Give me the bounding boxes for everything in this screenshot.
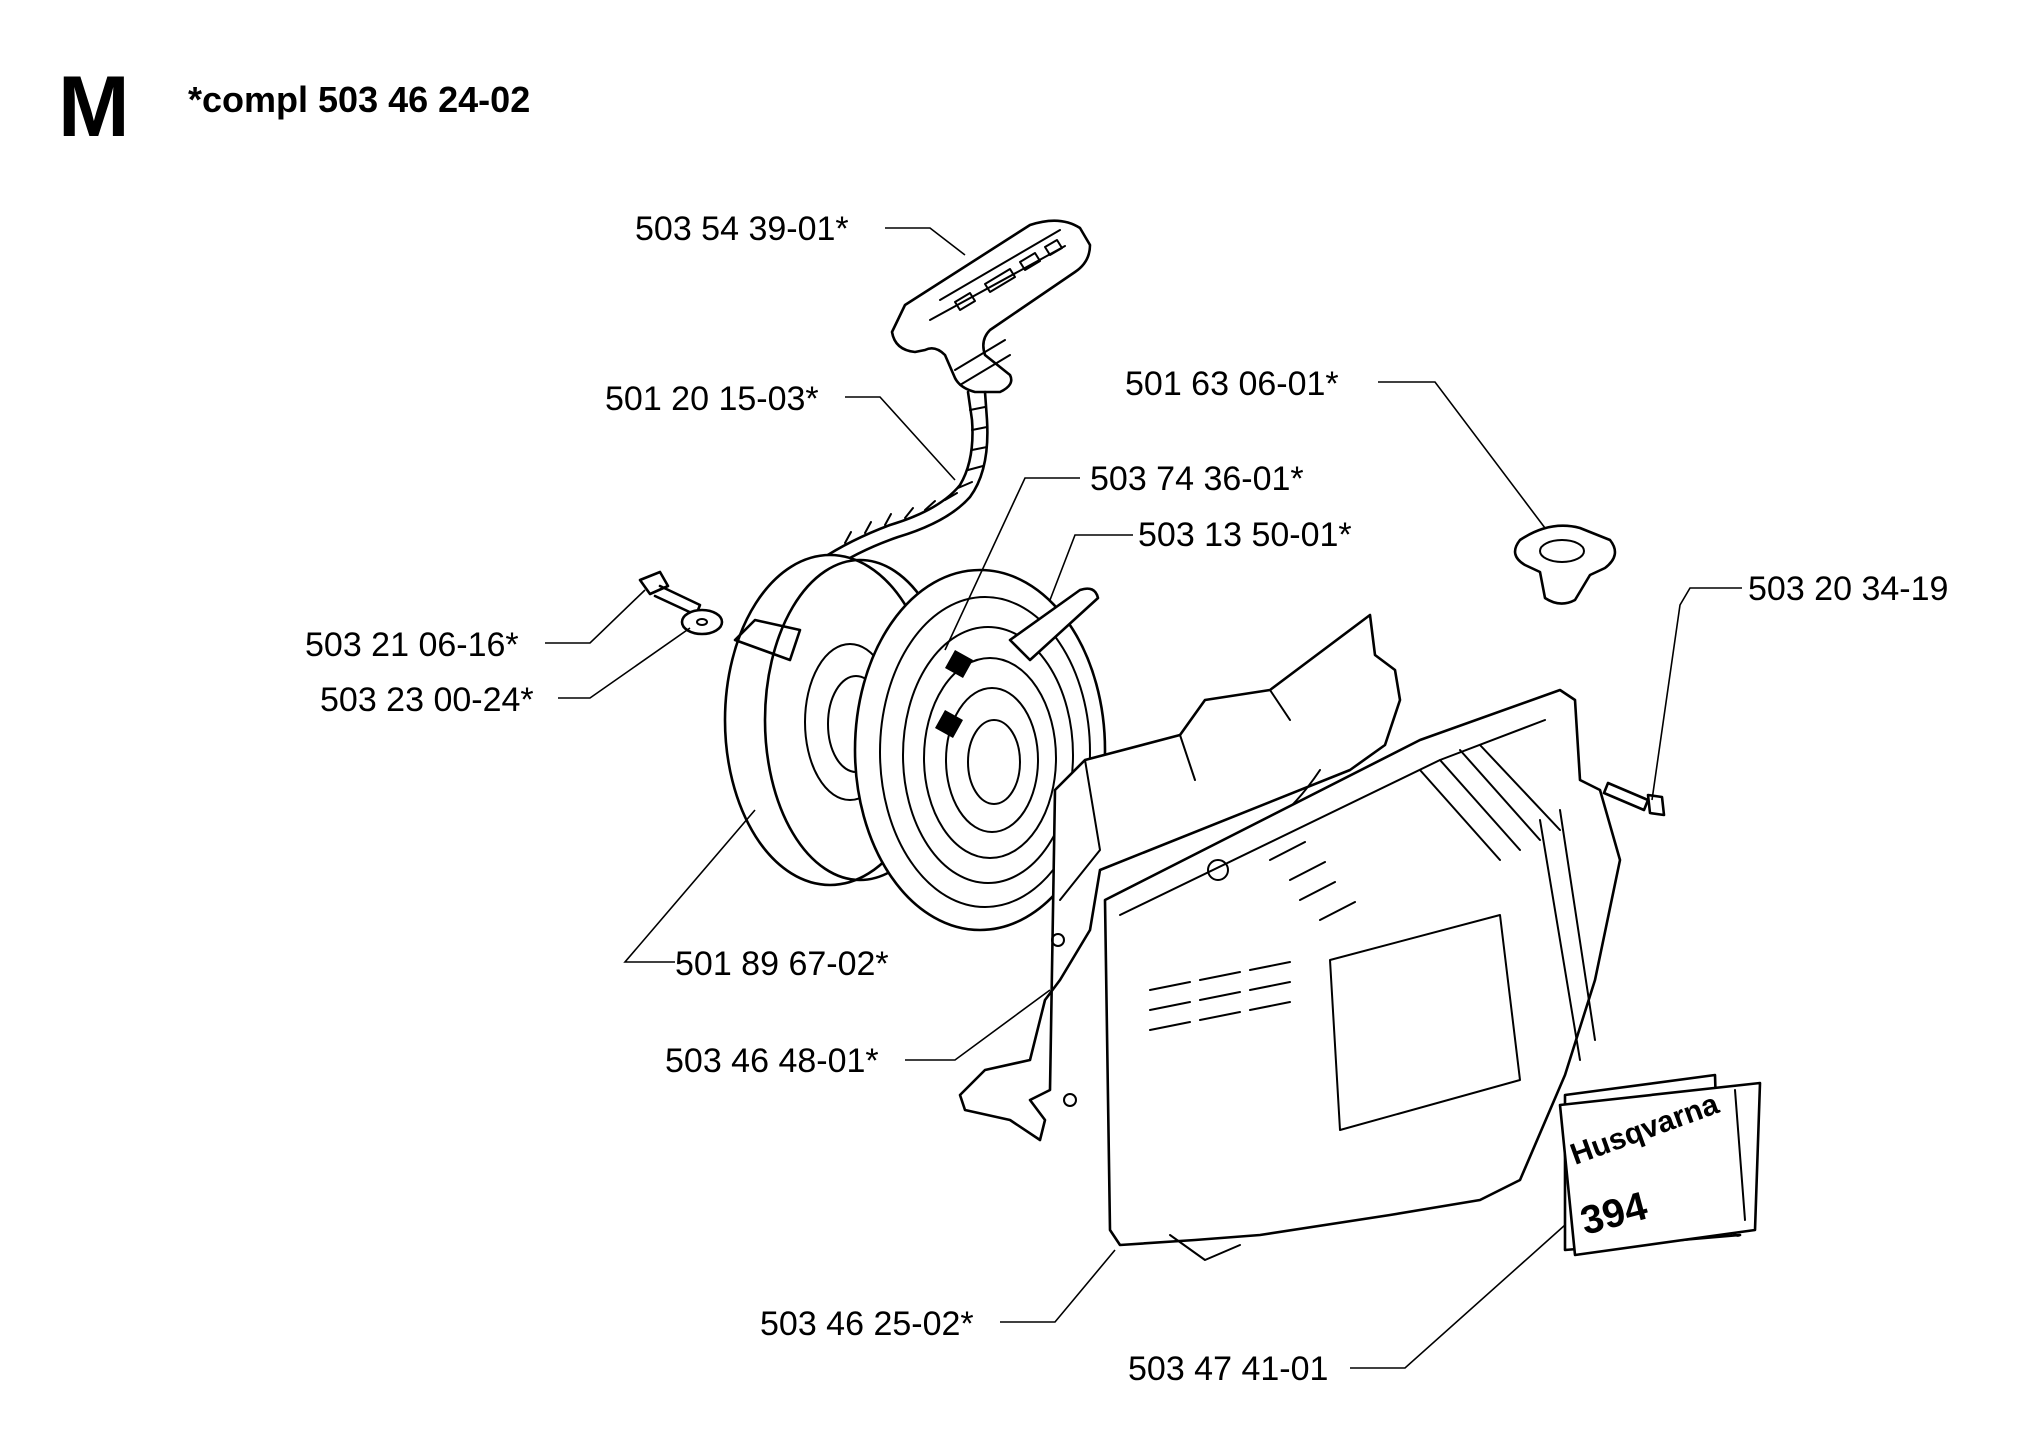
complete-assembly-label: *compl 503 46 24-02 <box>188 79 530 120</box>
rope-guide-bushing-drawing[interactable] <box>1513 524 1617 605</box>
part-label-rope-guide-bushing: 501 63 06-01* <box>1125 365 1339 403</box>
part-label-starter-housing-inner: 503 46 48-01* <box>665 1042 879 1080</box>
starter-handle-drawing[interactable] <box>890 219 1092 394</box>
recoil-spring-drawing[interactable] <box>853 568 1107 932</box>
part-label-spring-cassette: 501 89 67-02* <box>675 945 889 983</box>
part-label-cover-screw: 503 20 34-19 <box>1748 570 1948 608</box>
part-label-starter-cover: 503 46 25-02* <box>760 1305 974 1343</box>
part-label-starter-handle: 503 54 39-01* <box>635 210 849 248</box>
part-label-rope-pulley: 503 74 36-01* <box>1090 460 1304 498</box>
part-label-pulley-screw: 503 21 06-16* <box>305 626 519 664</box>
decal-drawing[interactable]: Husqvarna 394 <box>1558 1073 1762 1257</box>
starter-rope-drawing[interactable] <box>818 390 989 572</box>
part-labels: 503 54 39-01* 501 20 15-03* 501 63 06-01… <box>305 210 1948 1388</box>
part-label-recoil-spring: 503 13 50-01* <box>1138 516 1352 554</box>
part-label-pulley-washer: 503 23 00-24* <box>320 681 534 719</box>
leader-lines <box>545 227 1742 1369</box>
pulley-washer-drawing[interactable] <box>680 608 724 636</box>
part-label-decal: 503 47 41-01 <box>1128 1350 1328 1388</box>
section-letter: M <box>58 59 130 155</box>
starter-cover-drawing[interactable] <box>1103 688 1622 1261</box>
cover-screw-drawing[interactable] <box>1602 781 1666 817</box>
pulley-screw-drawing[interactable] <box>638 570 702 617</box>
part-label-starter-rope: 501 20 15-03* <box>605 380 819 418</box>
